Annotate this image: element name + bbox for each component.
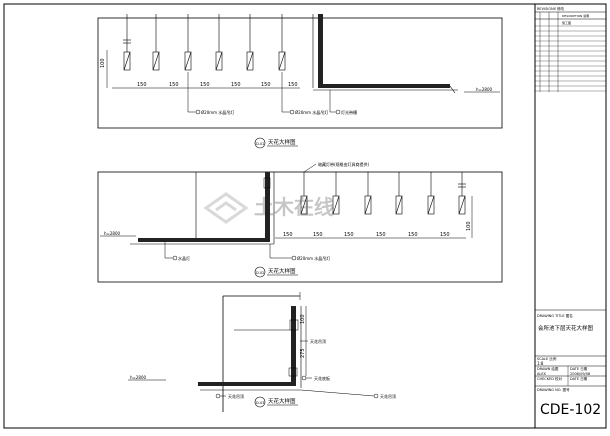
d1-dim-5: 150 [261, 82, 271, 88]
d1-marker [254, 137, 266, 149]
d2-dim-4: 150 [376, 232, 386, 238]
d1-dim-2: 150 [169, 82, 179, 88]
d1-dim-1: 150 [137, 82, 147, 88]
d2-pendant-lamps [300, 172, 466, 215]
tb-drawing-title-label: DRAWING TITLE 图名 [537, 313, 573, 318]
d1-dim-6: 150 [288, 82, 298, 88]
d2-dim-5: 150 [408, 232, 418, 238]
d1-pendant-lamps [123, 14, 286, 71]
d3-callouts [215, 340, 379, 399]
d2-dim-3: 150 [344, 232, 354, 238]
tb-revision-row1: 施工图 [562, 20, 571, 25]
tb-revisions-desc: DESCRIPTION 说明 [562, 13, 589, 18]
d2-slab [138, 238, 270, 242]
d2-dim-1: 150 [283, 232, 293, 238]
d3-callout-4: 天花吊顶 [380, 393, 396, 399]
detail-2-frame [97, 171, 503, 283]
d3-title: 天花大样图 [268, 397, 296, 405]
d1-callout-2: Ø20mm 水晶吊灯 [295, 109, 328, 115]
tb-drawn-label: DRAWN 绘图 [537, 366, 559, 371]
d2-marker-text: D-02 [256, 271, 264, 275]
d3-marker [254, 396, 266, 408]
d1-dim-4: 150 [231, 82, 241, 88]
tb-date-label-2: DATE 日期 [570, 376, 588, 381]
d2-callout-2: Ø20mm 水晶吊灯 [297, 255, 330, 261]
d2-marker [254, 266, 266, 278]
d2-level-text: h=2800 [104, 231, 121, 236]
d3-dim-2: 275 [300, 348, 306, 358]
d1-callouts [187, 72, 341, 115]
d1-title: 天花大样图 [268, 138, 296, 146]
tb-checked-label: CHECKED 校对 [537, 376, 563, 381]
d2-dim-6: 150 [440, 232, 450, 238]
d3-level-text: h=2800 [130, 375, 147, 380]
d2-top-note: 暗藏灯带(规格由灯具商提供) [318, 161, 370, 167]
d2-wall [265, 172, 270, 242]
d3-callout-3: 天花吊顶 [228, 393, 244, 399]
d1-callout-3: 灯光带槽 [341, 109, 357, 115]
d1-slab [318, 84, 450, 88]
d2-dim-2: 150 [313, 232, 323, 238]
detail-2: h=2800 100 150 150 150 150 150 150 暗藏灯带(… [97, 161, 503, 283]
detail-3: h=2800 100 275 天花吊顶 天花底板 天花吊顶 天花吊顶 D-03 … [128, 292, 396, 412]
tb-drawing-no: CDE-102 [540, 402, 601, 418]
tb-date-value: 2008/09/08 [570, 372, 590, 376]
d1-marker-text: D-01 [256, 142, 264, 146]
d1-wall [318, 14, 323, 86]
tb-date-label: DATE 日期 [570, 366, 588, 371]
d3-dim-1: 100 [300, 314, 306, 324]
tb-drawing-no-label: DRAWING NO. 图号 [537, 387, 570, 392]
title-block [534, 4, 606, 428]
d2-title: 天花大样图 [268, 267, 296, 275]
d2-callouts [164, 242, 297, 261]
d3-slab [198, 382, 296, 386]
d3-callout-1: 天花吊顶 [310, 338, 326, 344]
d2-callout-1: 水晶灯 [178, 255, 190, 261]
tb-scale-label: SCALE 比例 [537, 356, 557, 361]
tb-drawing-title: 会所池下层天花大样图 [538, 324, 594, 332]
title-block-lower [535, 309, 606, 387]
d1-level-text: h=2800 [476, 87, 493, 92]
d1-callout-1: Ø20mm 水晶吊灯 [201, 109, 234, 115]
detail-1-frame [97, 17, 503, 129]
tb-revisions-label: REVISIONS 修改 [537, 6, 565, 11]
d3-wall [291, 306, 296, 386]
d2-height-dim: 100 [466, 221, 472, 231]
d3-callout-2: 天花底板 [314, 375, 330, 381]
revision-rows [535, 25, 606, 92]
drawing-frame [3, 3, 607, 429]
tb-scale-value: 1:8 [537, 361, 544, 366]
d1-dim-3: 150 [200, 82, 210, 88]
tb-drawn-value: ALEX [537, 372, 547, 376]
detail-1: h=2800 100 150 150 150 150 150 150 [97, 14, 503, 149]
d3-marker-text: D-03 [256, 401, 264, 405]
d1-height-dim: 100 [100, 58, 106, 68]
